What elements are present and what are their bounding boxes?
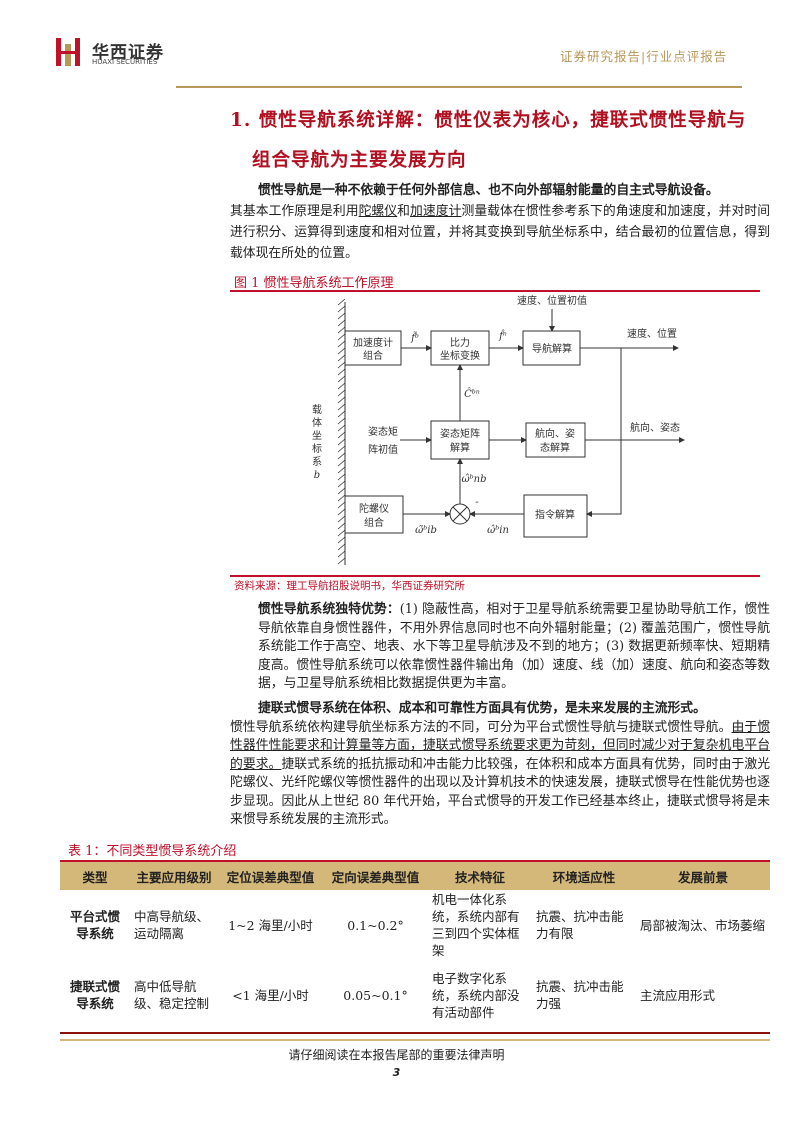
figure-top-rule — [230, 290, 760, 292]
hatch-mark — [337, 522, 346, 530]
svg-text:航向、姿态: 航向、姿态 — [630, 421, 680, 434]
svg-text:ω̂ᵇnb: ω̂ᵇnb — [462, 474, 487, 485]
figure-bottom-rule — [230, 575, 760, 577]
hatch-mark — [337, 305, 346, 313]
hatch-mark — [337, 431, 346, 439]
svg-text:航向、姿: 航向、姿 — [535, 427, 575, 440]
logo-text: 华西证券 — [92, 43, 164, 63]
svg-text:阵初值: 阵初值 — [368, 443, 398, 456]
footer-divider — [60, 1039, 770, 1041]
hatch-mark — [337, 298, 346, 306]
hatch-mark — [337, 494, 346, 502]
svg-text:速度、位置: 速度、位置 — [627, 327, 677, 340]
lead-phrase: 惯性导航系统独特优势： — [258, 602, 400, 617]
svg-text:速度、位置初值: 速度、位置初值 — [517, 294, 587, 307]
hatch-mark — [337, 438, 346, 446]
header-divider — [176, 86, 742, 88]
svg-text:姿态矩: 姿态矩 — [368, 425, 398, 438]
hatch-mark — [337, 445, 346, 453]
hatch-mark — [337, 333, 346, 341]
lead-sentence: 惯性导航是一种不依赖于任何外部信息、也不向外部辐射能量的自主式导航设备。 — [258, 183, 719, 198]
svg-text:导航解算: 导航解算 — [532, 342, 572, 355]
svg-text:-: - — [475, 497, 478, 508]
svg-text:ω̃ᵇib: ω̃ᵇib — [415, 525, 437, 536]
hatch-mark — [337, 487, 346, 495]
hatch-mark — [337, 410, 346, 418]
legal-notice: 请仔细阅读在本报告尾部的重要法律声明 — [288, 1048, 505, 1062]
frame-label: 载 — [312, 404, 322, 416]
svg-text:加速度计: 加速度计 — [353, 336, 393, 349]
hatch-mark — [337, 417, 346, 425]
hatch-mark — [337, 375, 346, 383]
hatch-mark — [337, 557, 346, 565]
svg-text:坐: 坐 — [312, 430, 322, 442]
underlined-sentence: 由于惯性器件性能要求和计算量等方面，捷联式惯导系统要求更为苛刻，但同时减少对于复… — [230, 719, 771, 772]
hatch-mark — [337, 382, 346, 390]
section-title-cont: 组合导航为主要发展方向 — [252, 150, 467, 171]
figure-caption: 图 1 惯性导航系统工作原理 — [234, 276, 394, 291]
link-gyro: 陀螺仪 — [358, 204, 398, 219]
svg-text:陀螺仪: 陀螺仪 — [359, 502, 389, 515]
hatch-mark — [337, 466, 346, 474]
hatch-mark — [337, 340, 346, 348]
hatch-mark — [337, 403, 346, 411]
lead-sentence: 捷联式惯导系统在体积、成本和可靠性方面具有优势，是未来发展的主流形式。 — [258, 701, 706, 716]
hatch-mark — [337, 361, 346, 369]
hatch-mark — [337, 508, 346, 516]
hatch-mark — [337, 312, 346, 320]
logo-icon — [56, 38, 80, 66]
section-title: 1. 惯性导航系统详解：惯性仪表为核心，捷联式惯性导航与 — [230, 110, 747, 131]
hatch-mark — [337, 543, 346, 551]
svg-text:组合: 组合 — [364, 516, 384, 529]
svg-text:b: b — [314, 470, 320, 481]
paragraph-intro: 惯性导航是一种不依赖于任何外部信息、也不向外部辐射能量的自主式导航设备。 其基本… — [230, 183, 771, 261]
svg-text:组合: 组合 — [363, 349, 383, 362]
paragraph-strapdown: 捷联式惯导系统在体积、成本和可靠性方面具有优势，是未来发展的主流形式。 惯性导航… — [230, 701, 771, 827]
paragraph-advantages: 惯性导航系统独特优势：(1) 隐蔽性高，相对于卫星导航系统需要卫星协助导航工作，… — [258, 602, 771, 691]
hatch-mark — [337, 326, 346, 334]
hatch-mark — [337, 354, 346, 362]
svg-text:Ĉᵇⁿ: Ĉᵇⁿ — [464, 388, 480, 400]
svg-text:姿态矩阵: 姿态矩阵 — [440, 427, 480, 440]
table-header: 类型主要应用级别定位误差典型值定向误差典型值技术特征环境适应性发展前景 — [60, 862, 770, 890]
svg-text:系: 系 — [312, 456, 322, 468]
hatch-mark — [337, 459, 346, 467]
figure-source: 资料来源：理工导航招股说明书，华西证券研究所 — [234, 580, 465, 592]
svg-text:解算: 解算 — [450, 441, 470, 454]
hatch-mark — [337, 536, 346, 544]
logo-subtext: HUAXI SECURITIES — [92, 58, 158, 66]
svg-text:坐标变换: 坐标变换 — [440, 349, 480, 362]
page-number: 3 — [392, 1066, 401, 1079]
hatch-mark — [337, 452, 346, 460]
hatch-mark — [337, 501, 346, 509]
svg-text:指令解算: 指令解算 — [535, 508, 575, 521]
svg-text:f̃ᵇ: f̃ᵇ — [410, 332, 419, 344]
table-caption: 表 1：不同类型惯导系统介绍 — [68, 844, 237, 859]
svg-text:体: 体 — [312, 417, 322, 429]
svg-text:ω̂ᵇin: ω̂ᵇin — [487, 525, 509, 536]
svg-text:比力: 比力 — [450, 336, 470, 349]
comparison-table: 类型主要应用级别定位误差典型值定向误差典型值技术特征环境适应性发展前景 平台式惯… — [60, 862, 770, 1030]
svg-text:态解算: 态解算 — [540, 441, 570, 454]
hatch-mark — [337, 529, 346, 537]
hatch-mark — [337, 480, 346, 488]
table-bottom-rule — [60, 1032, 770, 1034]
hatch-mark — [337, 319, 346, 327]
hatch-mark — [337, 368, 346, 376]
hatch-mark — [337, 424, 346, 432]
report-type: 证券研究报告|行业点评报告 — [560, 49, 728, 64]
svg-text:标: 标 — [312, 443, 322, 455]
hatch-mark — [337, 515, 346, 523]
hatch-mark — [337, 396, 346, 404]
link-accelerometer: 加速度计 — [410, 204, 462, 219]
table-top-rule — [60, 860, 770, 862]
hatch-mark — [337, 550, 346, 558]
hatch-mark — [337, 473, 346, 481]
hatch-mark — [337, 347, 346, 355]
hatch-mark — [337, 389, 346, 397]
svg-text:f̂ⁿ: f̂ⁿ — [498, 330, 507, 342]
